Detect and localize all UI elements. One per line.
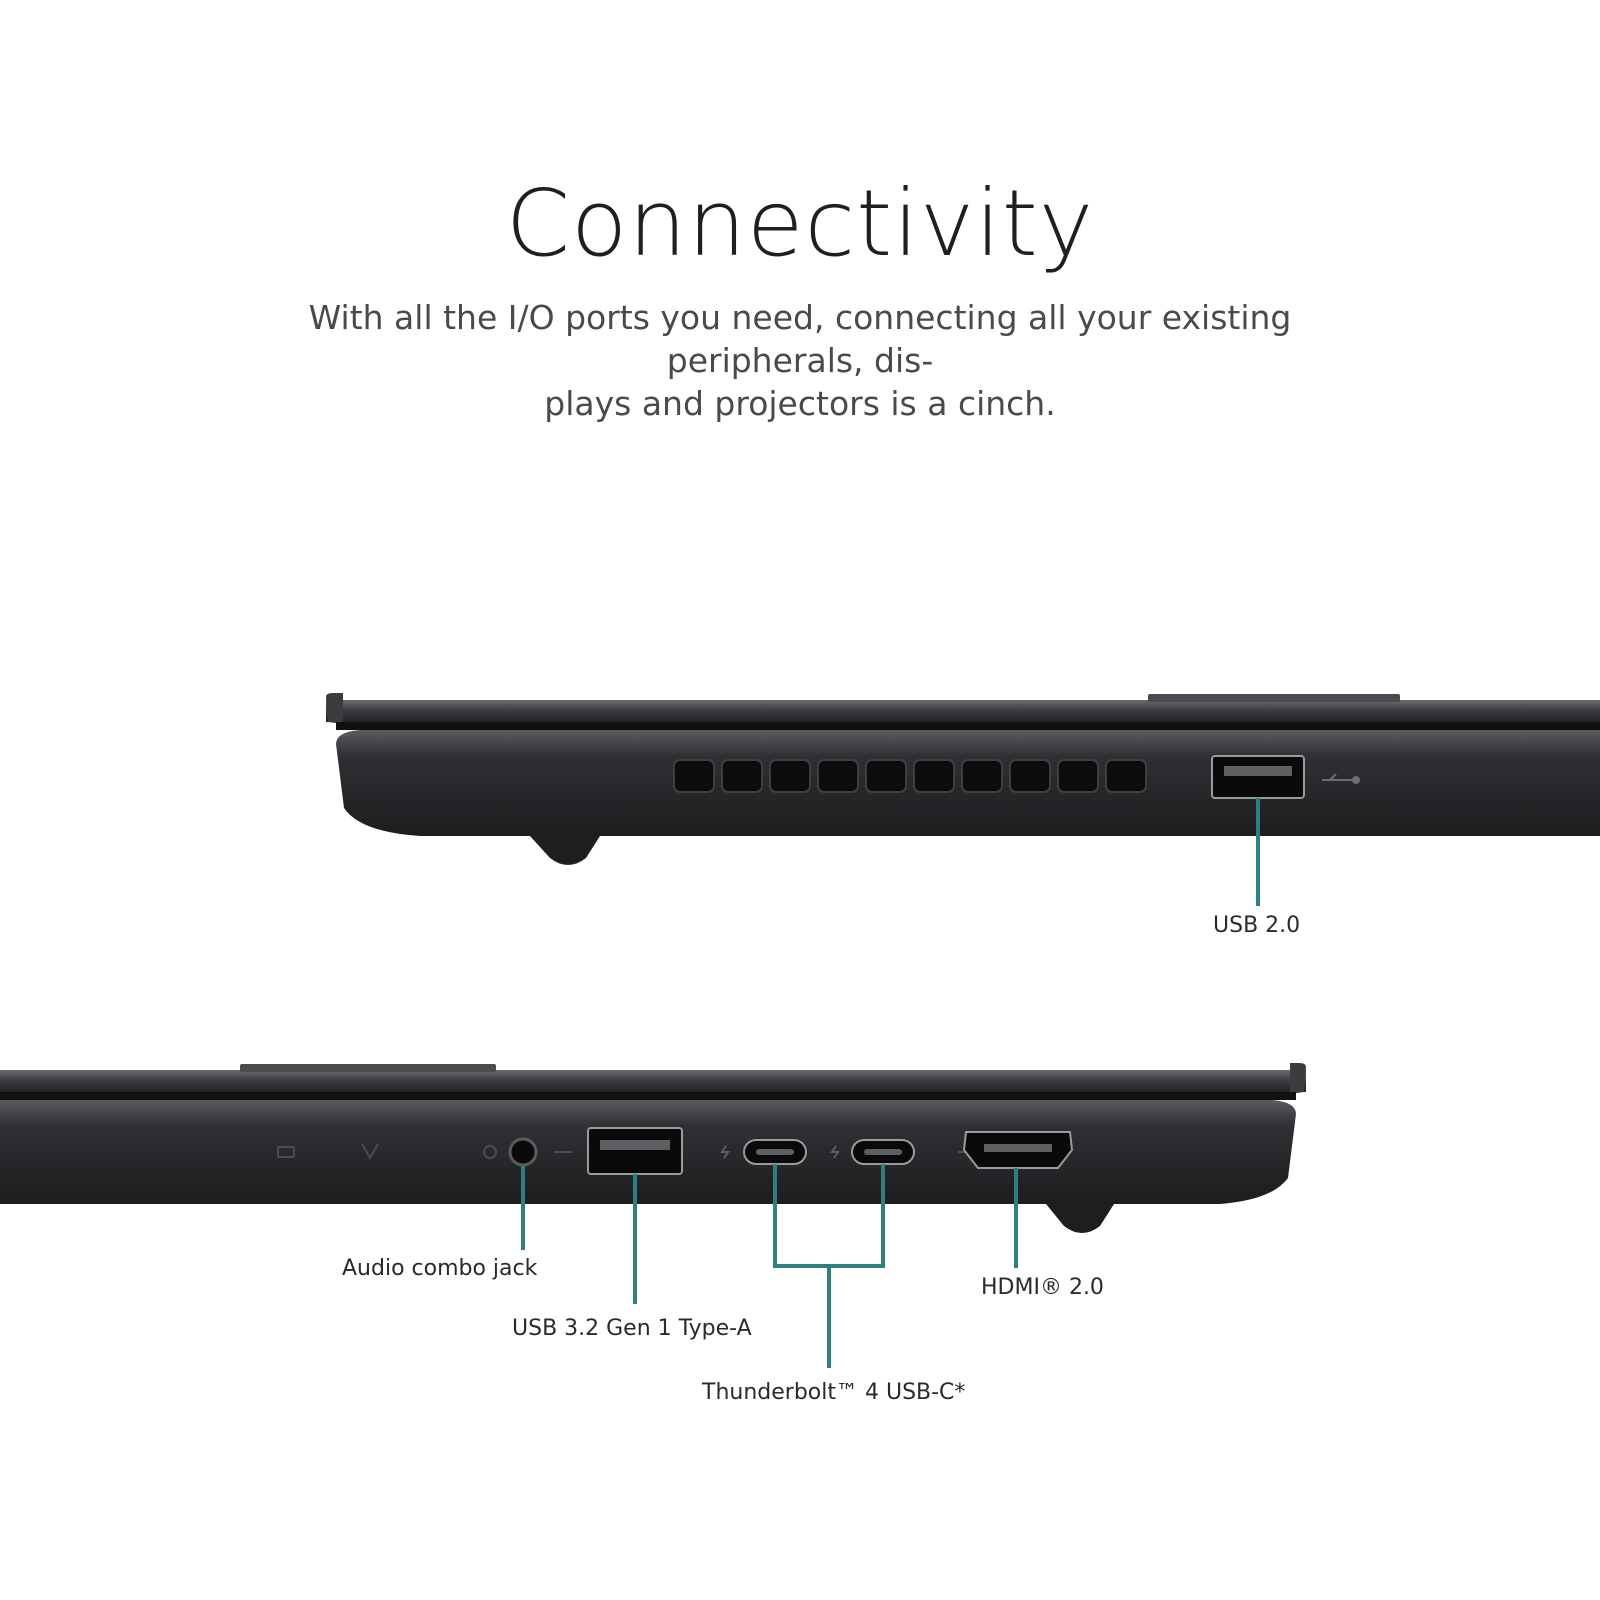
thunderbolt-icon: [720, 1145, 840, 1159]
callout-lines: [521, 798, 1260, 1368]
thunderbolt-label: Thunderbolt™ 4 USB-C*: [702, 1380, 966, 1405]
usb32-type-a-port: [587, 1127, 683, 1175]
usb2-label: USB 2.0: [1213, 913, 1301, 938]
hdmi-label: HDMI® 2.0: [981, 1275, 1104, 1300]
thunderbolt-callout-line: [773, 1164, 885, 1368]
laptop-left-side: [326, 693, 1600, 865]
usb32-type-a-label: USB 3.2 Gen 1 Type-A: [512, 1316, 752, 1341]
thunderbolt-port-1: [743, 1139, 807, 1165]
subtitle-line-1: With all the I/O ports you need, connect…: [308, 298, 1292, 380]
page-title: Connectivity: [505, 170, 1095, 277]
audio-jack: [508, 1137, 538, 1167]
cooling-vents: [673, 759, 1147, 793]
usb2-port: [1211, 755, 1305, 799]
thunderbolt-port-2: [851, 1139, 915, 1165]
subtitle-line-2: plays and projectors is a cinch.: [544, 384, 1056, 423]
usb-symbol-icon: [1322, 773, 1360, 784]
laptop-right-side: [0, 1063, 1306, 1233]
page-subtitle: With all the I/O ports you need, connect…: [210, 296, 1390, 425]
audio-combo-jack-label: Audio combo jack: [342, 1256, 538, 1281]
hdmi-port: [962, 1131, 1074, 1169]
